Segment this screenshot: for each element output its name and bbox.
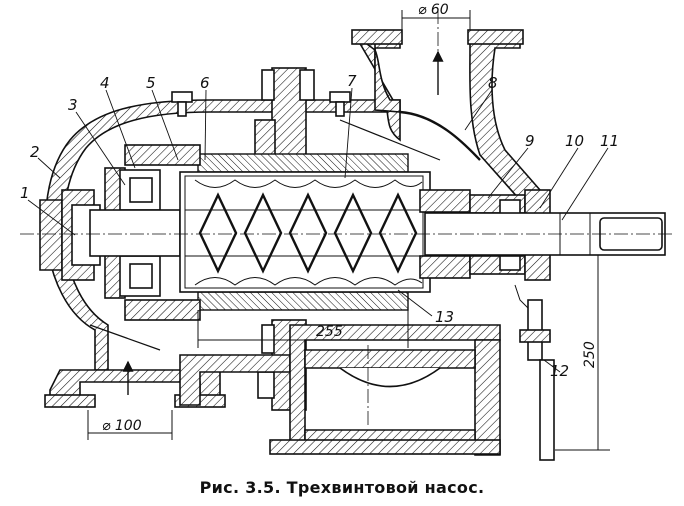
label-3: 3 [68, 96, 78, 114]
label-5: 5 [146, 74, 156, 92]
label-7: 7 [347, 72, 357, 90]
flow-arrows [89, 50, 444, 395]
label-12: 12 [550, 362, 569, 380]
figure-caption: Рис. 3.5. Трехвинтовой насос. [199, 478, 485, 497]
dimension-lines [87, 10, 610, 451]
dim-screw-length: 255 [316, 324, 343, 340]
dim-height: 250 [582, 341, 598, 368]
dimension-labels: ⌀ 60 ⌀ 100 255 250 [102, 2, 598, 434]
outlet-branch [351, 29, 542, 201]
part-labels: 1 2 3 4 5 6 7 8 9 10 11 12 13 [20, 72, 619, 380]
label-6: 6 [200, 74, 210, 92]
dim-inlet-diameter: ⌀ 100 [102, 418, 142, 434]
label-1: 1 [20, 184, 30, 202]
label-4: 4 [100, 74, 110, 92]
label-8: 8 [488, 74, 498, 92]
label-9: 9 [525, 132, 535, 150]
dim-outlet-diameter: ⌀ 60 [418, 2, 449, 18]
label-11: 11 [600, 132, 619, 150]
bearing-cover [89, 167, 181, 299]
drain-pipe [514, 284, 555, 461]
label-13: 13 [435, 308, 454, 326]
base [179, 324, 501, 456]
housing [39, 99, 401, 408]
liner [124, 144, 409, 321]
leader-lines [27, 87, 609, 373]
top-bolts [171, 91, 351, 117]
label-10: 10 [565, 132, 584, 150]
screw-set [179, 171, 431, 293]
label-2: 2 [30, 143, 40, 161]
